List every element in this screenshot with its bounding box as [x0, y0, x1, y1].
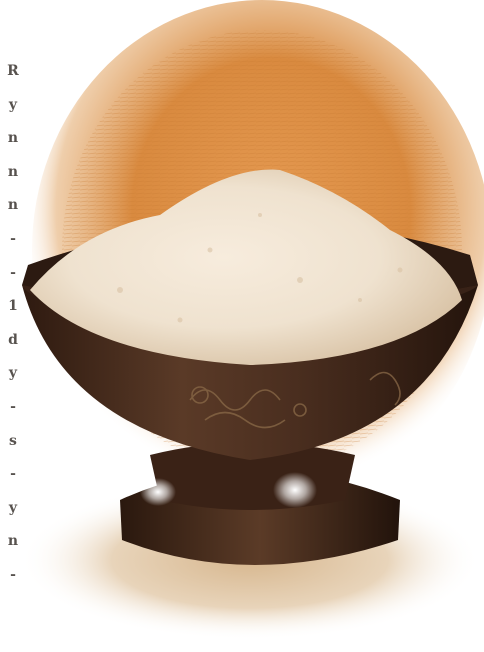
- edge-letter: -: [10, 466, 16, 483]
- edge-letter: -: [10, 230, 16, 247]
- flour-mound: [30, 169, 462, 365]
- edge-letter: R: [7, 63, 19, 79]
- edge-letter: y: [8, 365, 18, 382]
- edge-letter: -: [10, 566, 16, 583]
- edge-letter: n: [7, 130, 19, 147]
- light-reflection-left: [140, 478, 176, 506]
- edge-letter: n: [7, 163, 19, 180]
- edge-letter: y: [8, 96, 18, 113]
- edge-letter: s: [9, 432, 17, 449]
- edge-letter: n: [7, 533, 19, 550]
- edge-letter: 1: [8, 298, 18, 315]
- edge-letter: -: [10, 264, 16, 281]
- light-reflection-right: [273, 472, 317, 508]
- edge-letter: -: [10, 398, 16, 415]
- edge-letter: d: [8, 331, 18, 348]
- cropped-edge-text: R y n n n - - 1 d y - s - y n -: [6, 64, 20, 582]
- edge-letter: n: [7, 197, 19, 214]
- bowl-carving: [189, 371, 401, 429]
- edge-letter: y: [8, 499, 18, 516]
